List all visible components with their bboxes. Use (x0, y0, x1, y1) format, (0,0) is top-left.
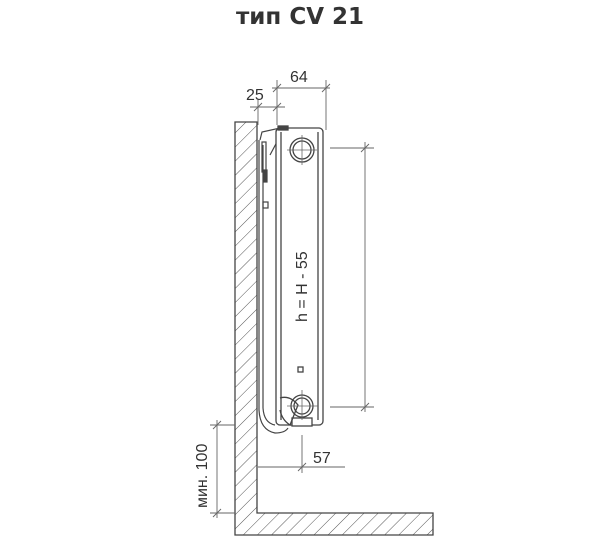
dim-wall-gap: 25 (246, 87, 264, 104)
wall-bracket (258, 127, 289, 434)
diagram-title: тип CV 21 (235, 4, 365, 30)
wall-floor (234, 121, 434, 536)
dim-min-floor: мин. 100 (194, 444, 211, 508)
dimension-lines (210, 80, 374, 518)
dim-center-height: h = H - 55 (294, 251, 311, 322)
dim-pipe-offset: 57 (313, 450, 331, 467)
dim-depth: 64 (290, 69, 308, 86)
